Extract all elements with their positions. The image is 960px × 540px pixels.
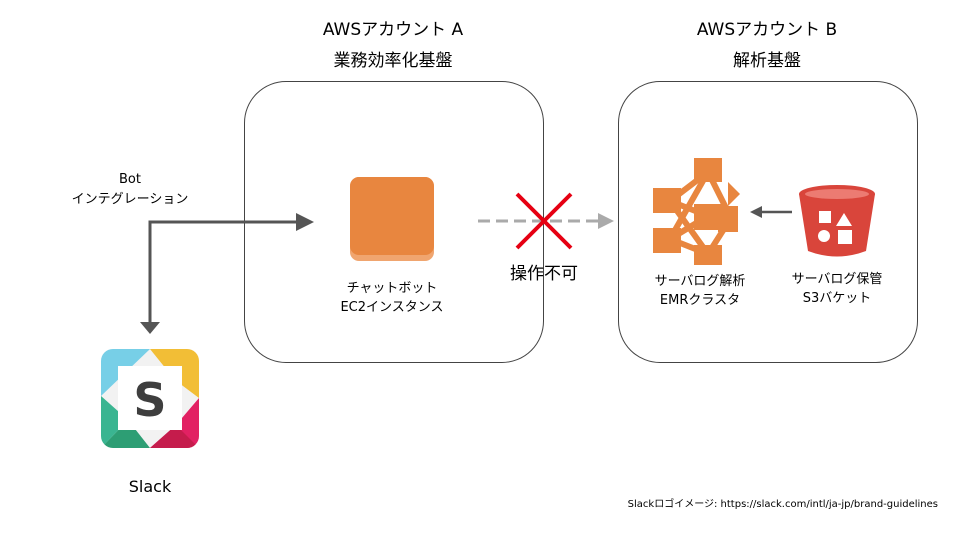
bot-integration-connector [140, 213, 314, 334]
bot-integration-label-line1: Bot [119, 172, 141, 187]
svg-text:S: S [133, 373, 166, 427]
account-a-subtitle: 業務効率化基盤 [333, 51, 453, 71]
account-b-title: AWSアカウント B [696, 20, 838, 40]
emr-label-line1: サーバログ解析 [654, 274, 746, 289]
slack-logo-icon: S [101, 349, 199, 448]
logo-credit: Slackロゴイメージ: https://slack.com/intl/ja-j… [627, 499, 938, 510]
blocked-label: 操作不可 [510, 264, 578, 284]
account-a-title: AWSアカウント A [322, 20, 464, 40]
emr-label-line2: EMRクラスタ [659, 293, 741, 308]
account-b-subtitle: 解析基盤 [733, 51, 801, 71]
chatbot-label-line2: EC2インスタンス [340, 300, 444, 315]
s3-label-line2: S3バケット [802, 291, 872, 306]
emr-cluster-icon [653, 158, 740, 265]
blocked-connector [478, 213, 614, 229]
blocked-x-icon [515, 192, 573, 250]
chatbot-label-line1: チャットボット [346, 281, 438, 296]
ec2-instance-icon [350, 177, 434, 261]
s3-bucket-icon [799, 185, 875, 257]
s3-label-line1: サーバログ保管 [791, 272, 883, 287]
bot-integration-label-line2: インテグレーション [71, 192, 189, 207]
slack-label: Slack [128, 477, 172, 496]
s3-to-emr-arrow [750, 206, 792, 218]
